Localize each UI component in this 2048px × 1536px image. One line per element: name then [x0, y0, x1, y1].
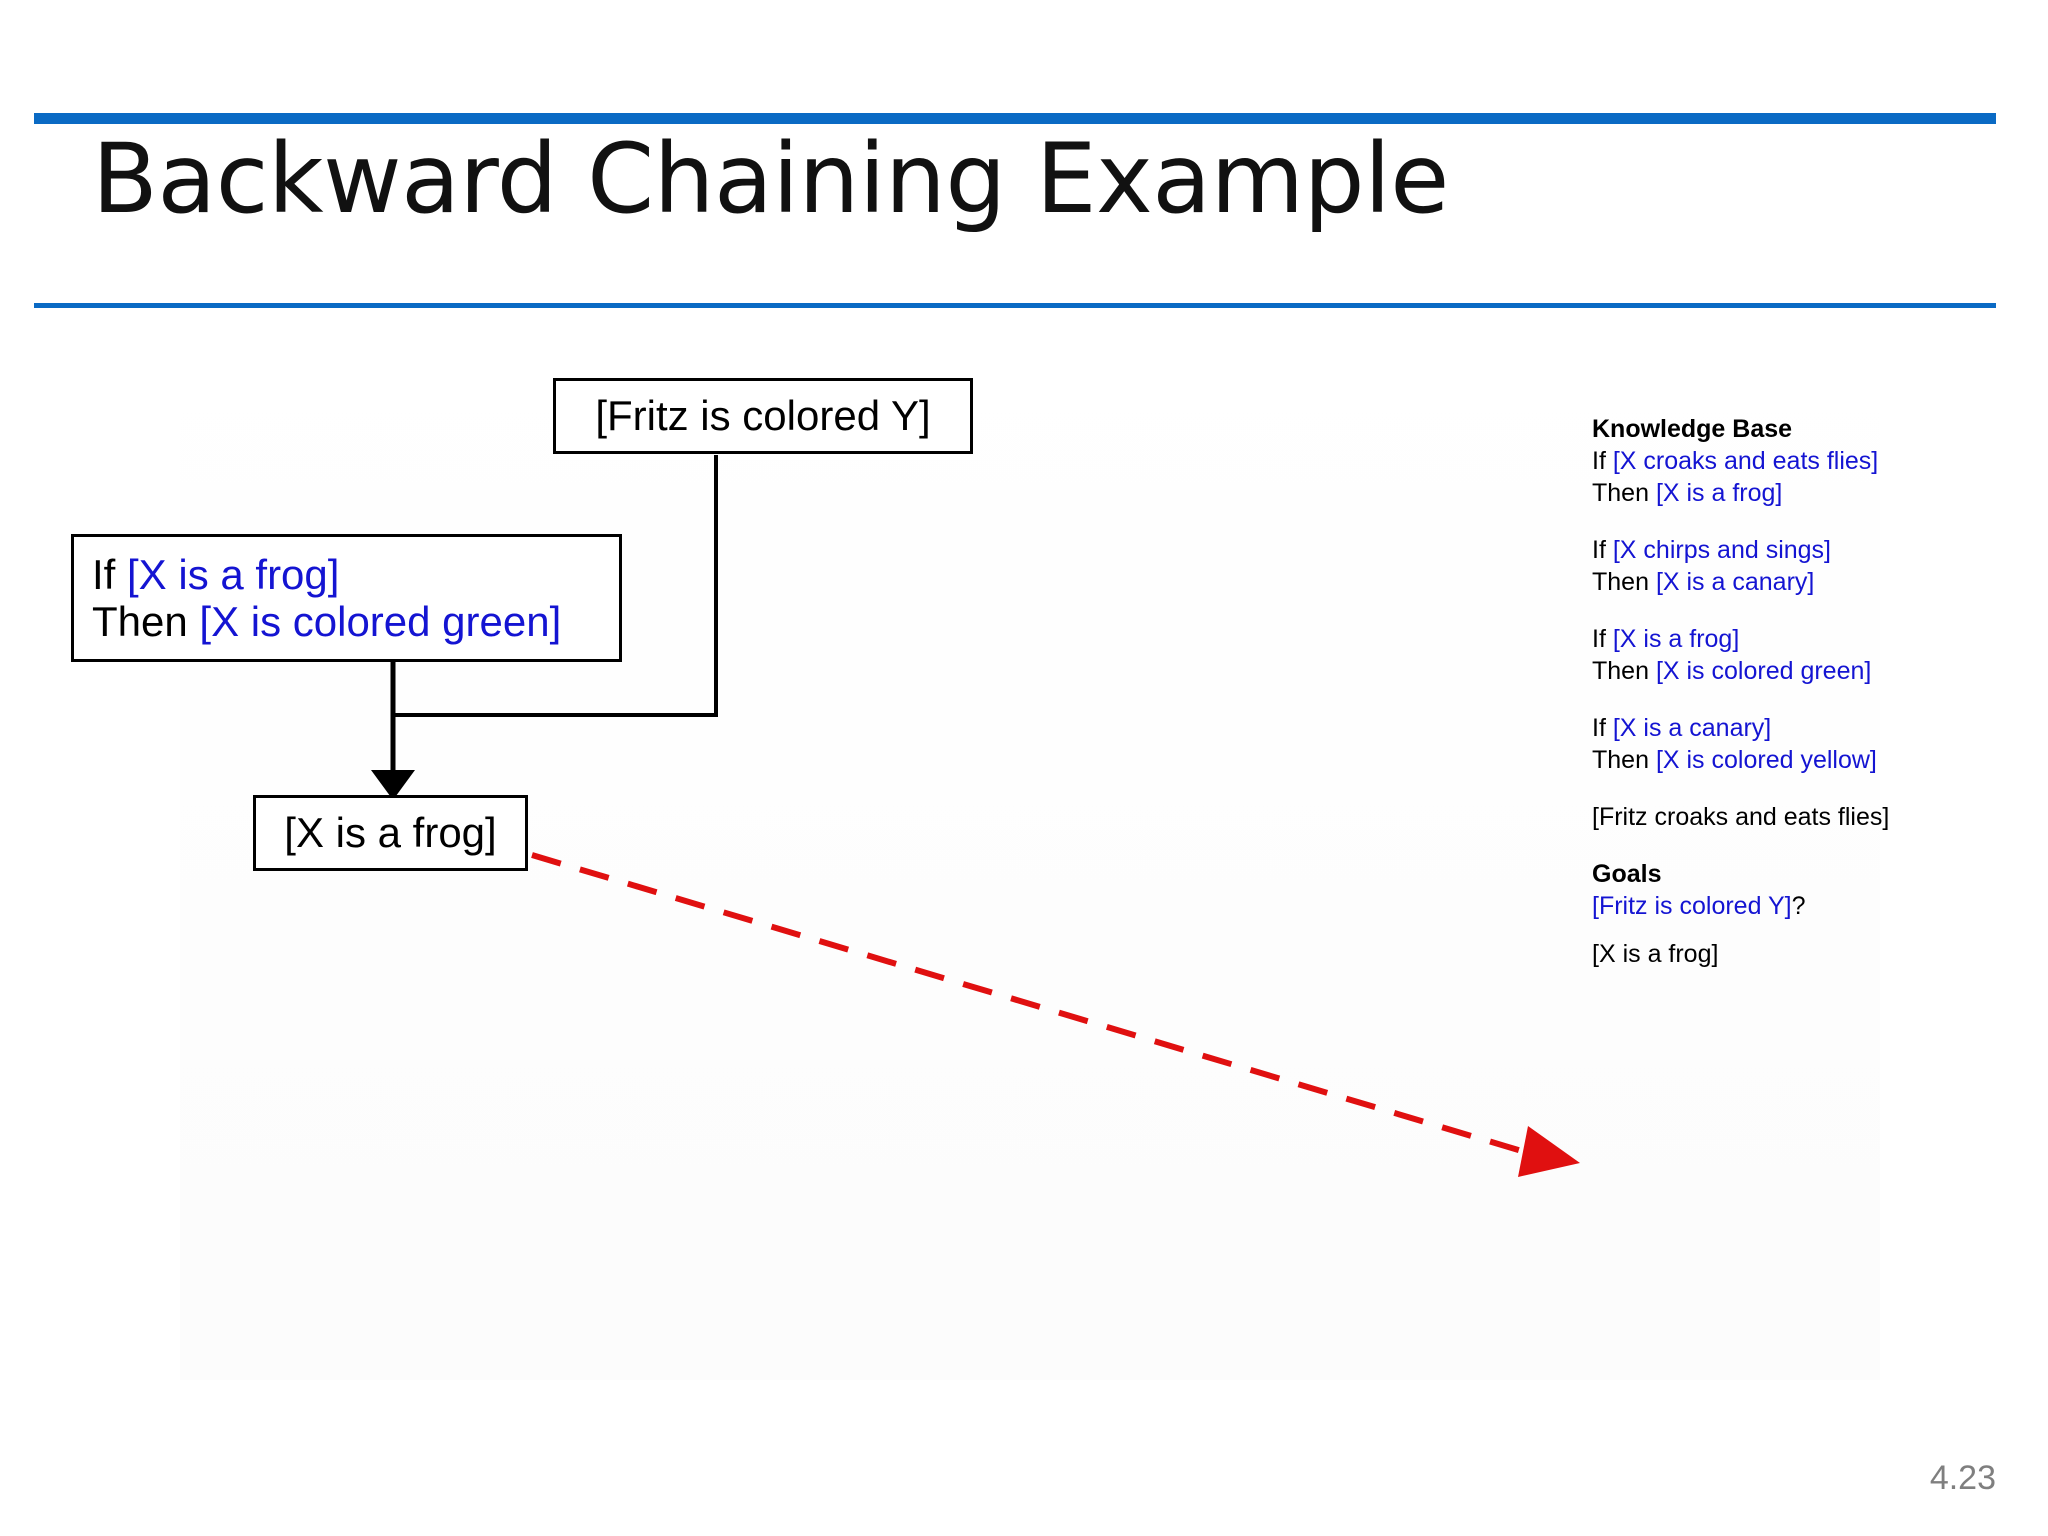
kb-rule-then: Then [X is a canary]	[1592, 566, 2012, 598]
kb-rule-then: Then [X is colored yellow]	[1592, 744, 2012, 776]
kb-spacer	[1592, 509, 2012, 534]
kb-rule-then: Then [X is a frog]	[1592, 477, 2012, 509]
rule-node-line-then: Then [X is colored green]	[92, 598, 619, 645]
kb-spacer	[1592, 598, 2012, 623]
kb-rule-if: If [X is a frog]	[1592, 623, 2012, 655]
kb-rule-then: Then [X is colored green]	[1592, 655, 2012, 687]
knowledge-base-heading: Knowledge Base	[1592, 415, 1793, 443]
kb-spacer	[1592, 776, 2012, 801]
page-number: 4.23	[1929, 1459, 1996, 1497]
goals-primary-suffix: ?	[1791, 892, 1806, 920]
goal-node-box[interactable]: [Fritz is colored Y]	[553, 378, 973, 454]
kb-then-keyword: Then	[1592, 479, 1656, 507]
kb-then-term: [X is colored green]	[1655, 657, 1872, 685]
rule-if-keyword: If	[92, 550, 128, 598]
kb-if-keyword: If	[1592, 536, 1613, 564]
rule-node-line-if: If [X is a frog]	[92, 551, 619, 598]
rule-node-box[interactable]: If [X is a frog] Then [X is colored gree…	[71, 534, 622, 662]
kb-then-term: [X is a frog]	[1655, 479, 1783, 507]
goals-heading: Goals	[1592, 860, 1662, 888]
fact-node-text: [X is a frog]	[284, 809, 497, 857]
kb-if-term: [X croaks and eats flies]	[1612, 447, 1879, 475]
rule-then-keyword: Then	[92, 598, 200, 645]
kb-if-keyword: If	[1592, 447, 1613, 475]
rule-then-term: [X is colored green]	[199, 598, 562, 645]
goals-primary-term: [Fritz is colored Y]	[1592, 892, 1792, 920]
knowledge-base-panel: Knowledge Base If [X croaks and eats fli…	[1592, 413, 2012, 970]
kb-if-term: [X is a canary]	[1612, 714, 1772, 742]
kb-if-term: [X is a frog]	[1612, 625, 1740, 653]
fact-node-box[interactable]: [X is a frog]	[253, 795, 528, 871]
kb-then-term: [X is a canary]	[1655, 568, 1815, 596]
kb-fact: [Fritz croaks and eats flies]	[1592, 803, 1890, 831]
kb-if-keyword: If	[1592, 714, 1613, 742]
goals-derived-term: [X is a frog]	[1592, 940, 1719, 968]
title-divider-rule	[34, 303, 1996, 308]
goals-primary: [Fritz is colored Y]?	[1592, 890, 2012, 922]
kb-spacer	[1592, 922, 2012, 938]
kb-rule-if: If [X is a canary]	[1592, 712, 2012, 744]
rule-if-term: [X is a frog]	[127, 550, 340, 598]
kb-rule-if: If [X croaks and eats flies]	[1592, 445, 2012, 477]
goal-node-text: [Fritz is colored Y]	[595, 392, 931, 440]
top-accent-bar	[34, 113, 1996, 124]
kb-then-term: [X is colored yellow]	[1655, 746, 1877, 774]
kb-then-keyword: Then	[1592, 657, 1656, 685]
kb-spacer	[1592, 687, 2012, 712]
page-title: Backward Chaining Example	[92, 123, 1449, 235]
kb-then-keyword: Then	[1592, 746, 1656, 774]
kb-if-keyword: If	[1592, 625, 1613, 653]
kb-then-keyword: Then	[1592, 568, 1656, 596]
kb-spacer	[1592, 833, 2012, 858]
kb-if-term: [X chirps and sings]	[1612, 536, 1832, 564]
kb-rule-if: If [X chirps and sings]	[1592, 534, 2012, 566]
